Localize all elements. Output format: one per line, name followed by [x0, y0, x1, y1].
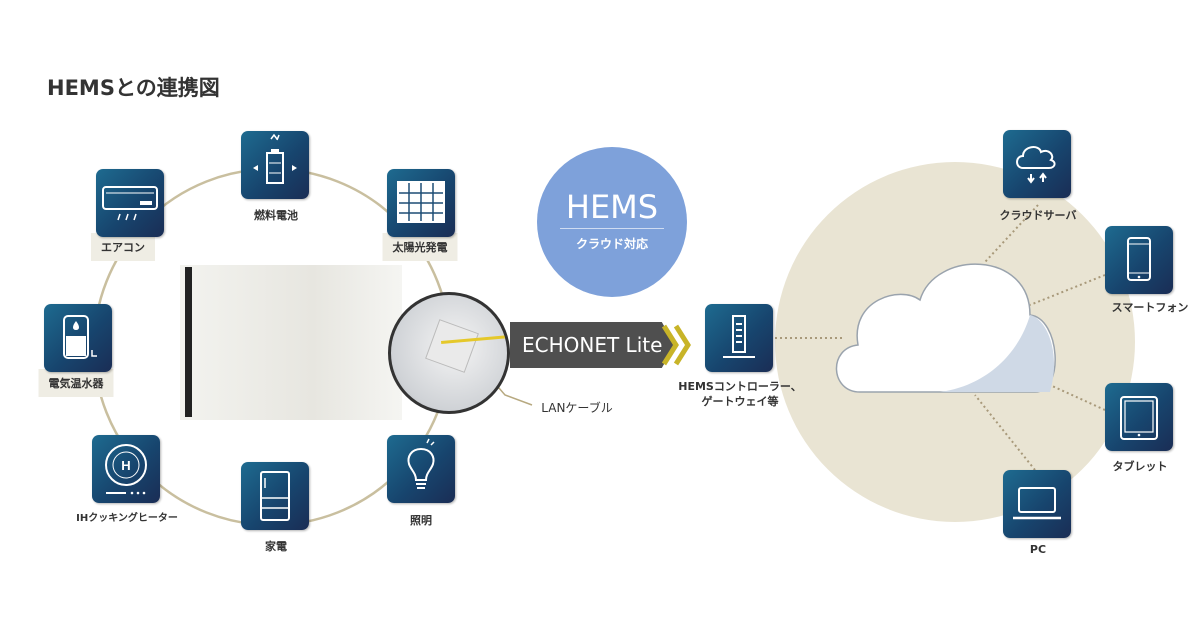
solar-label: 太陽光発電	[382, 233, 458, 261]
aircon-label: エアコン	[91, 233, 155, 261]
cloud-server-icon[interactable]	[1003, 130, 1071, 198]
refrigerator-icon	[241, 462, 309, 530]
cloud-shape	[835, 263, 1056, 393]
solar-panel-icon	[387, 169, 455, 237]
lan-cable-label: LANケーブル	[541, 401, 613, 415]
ih-label: IHクッキングヒーター	[76, 513, 178, 524]
hems-badge-title: HEMS	[565, 188, 659, 226]
tablet-label: タブレット	[1112, 460, 1168, 473]
air-conditioner-icon	[96, 169, 164, 237]
storage-battery-image	[180, 265, 402, 420]
hems-badge-subtitle: クラウド対応	[575, 237, 648, 251]
cloud-server-label: クラウドサーバ	[999, 209, 1077, 222]
fuel-cell-label: 燃料電池	[254, 209, 298, 222]
water-heater-label: 電気温水器	[38, 369, 114, 397]
water-heater-icon	[44, 304, 112, 372]
chevrons-icon	[661, 324, 691, 366]
appliance-label: 家電	[265, 540, 287, 553]
tablet-icon[interactable]	[1105, 383, 1173, 451]
controller-label-line1: HEMSコントローラー、	[678, 380, 802, 393]
controller-label: HEMSコントローラー、 ゲートウェイ等	[678, 379, 801, 409]
fuel-cell-icon	[241, 131, 309, 199]
svg-text:H: H	[121, 458, 130, 473]
lighting-label: 照明	[410, 514, 432, 527]
smartphone-icon[interactable]	[1105, 226, 1173, 294]
controller-label-line2: ゲートウェイ等	[701, 395, 779, 408]
echonet-lite-arrow: ECHONET Lite	[510, 322, 675, 368]
smartphone-label: スマートフォン	[1111, 301, 1189, 314]
pc-label: PC	[1029, 543, 1047, 556]
hems-controller-icon[interactable]	[705, 304, 773, 372]
laptop-icon[interactable]	[1003, 470, 1071, 538]
page-title: HEMSとの連携図	[47, 76, 220, 100]
lan-port-closeup	[388, 292, 510, 414]
ih-cooktop-icon: H	[92, 435, 160, 503]
light-bulb-icon	[387, 435, 455, 503]
hems-cloud-badge: HEMS クラウド対応	[537, 147, 687, 297]
